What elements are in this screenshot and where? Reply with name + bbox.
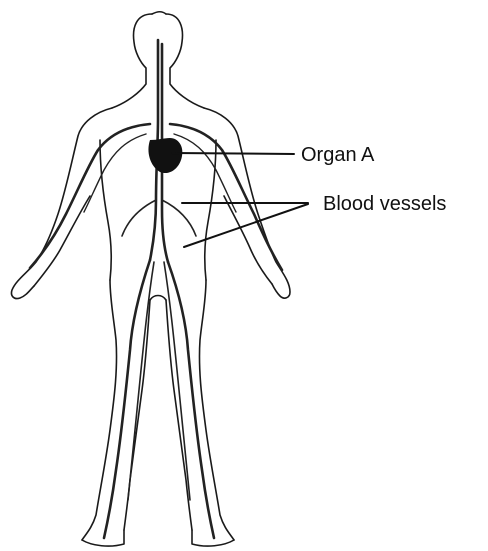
blood-vessels-network (30, 40, 282, 538)
organ-a-label: Organ A (301, 145, 374, 165)
blood-vessels-label: Blood vessels (323, 194, 446, 214)
organ-a-heart (148, 138, 182, 173)
label-pointer-lines (172, 153, 308, 247)
organ-a-pointer (172, 153, 294, 154)
